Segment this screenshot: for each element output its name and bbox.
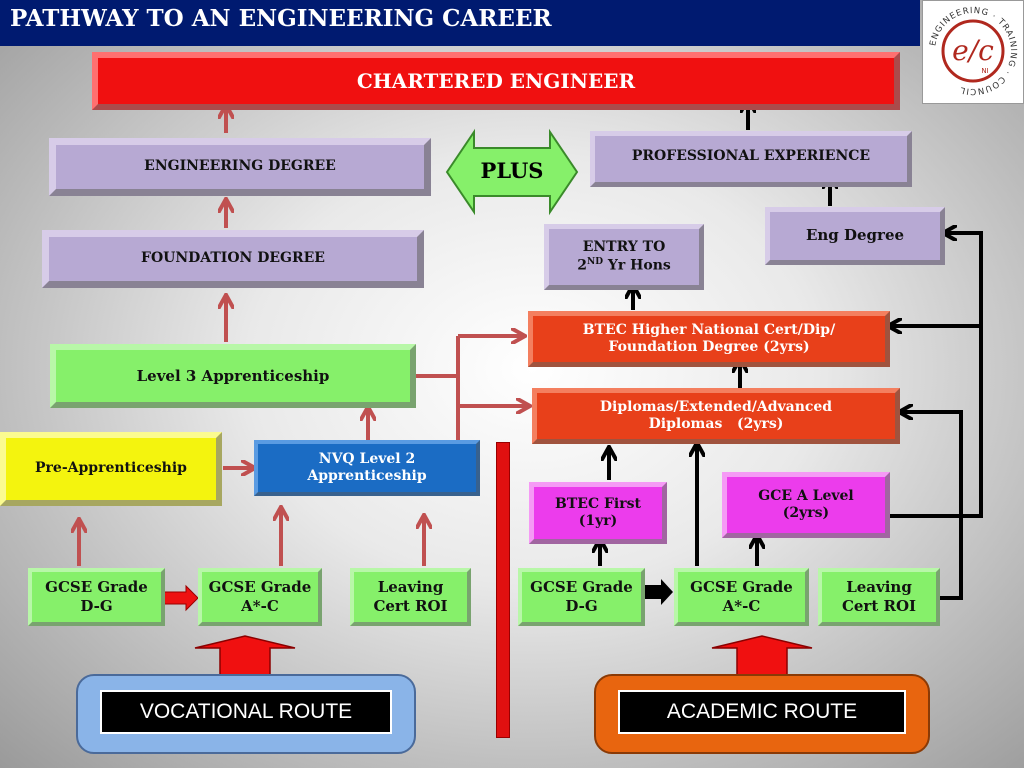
chartered-engineer-label: CHARTERED ENGINEER	[356, 68, 636, 93]
center-divider	[496, 442, 510, 738]
header-bar	[0, 0, 920, 46]
foundation-degree-box: FOUNDATION DEGREE	[42, 230, 424, 288]
entry-num: 2	[577, 257, 587, 274]
engineering-degree-label: ENGINEERING DEGREE	[144, 158, 336, 175]
chartered-engineer-box: CHARTERED ENGINEER	[92, 52, 900, 110]
right-gcse-dg-box: GCSE Grade D-G	[518, 568, 645, 626]
left-gcse-ac-line1: GCSE Grade	[208, 578, 312, 596]
right-eng-degree-box: Eng Degree	[765, 207, 945, 265]
left-gcse-dg-line2: D-G	[80, 596, 113, 615]
vocational-route-label: VOCATIONAL ROUTE	[139, 699, 353, 723]
diplomas-box: Diplomas/Extended/Advanced Diplomas (2yr…	[532, 388, 900, 444]
entry-line1: ENTRY TO	[582, 239, 666, 256]
logo: ENGINEERING · TRAINING · COUNCIL e/c NI	[922, 0, 1024, 104]
vocational-route-label-box: VOCATIONAL ROUTE	[100, 690, 392, 734]
right-gcse-dg-line2: D-G	[565, 596, 598, 615]
left-leaving-line2: Cert ROI	[373, 596, 448, 615]
logo-monogram: e/c	[952, 34, 994, 67]
level3-apprenticeship-box: Level 3 Apprenticeship	[50, 344, 416, 408]
level3-apprenticeship-label: Level 3 Apprenticeship	[136, 366, 330, 385]
pre-apprenticeship-label: Pre-Apprenticeship	[35, 460, 187, 477]
logo-sub: NI	[981, 67, 988, 75]
btec-higher-line2: Foundation Degree (2yrs)	[608, 339, 810, 355]
right-gcse-ac-box: GCSE Grade A*-C	[674, 568, 809, 626]
pre-apprenticeship-box: Pre-Apprenticeship	[0, 432, 222, 506]
nvq-line2: Apprenticeship	[307, 468, 427, 484]
entry-2nd-yr-box: ENTRY TO 2ND Yr Hons	[544, 224, 704, 290]
right-leaving-line2: Cert ROI	[841, 596, 917, 615]
btec-higher-line1: BTEC Higher National Cert/Dip/	[582, 321, 836, 338]
professional-experience-label: PROFESSIONAL EXPERIENCE	[631, 148, 871, 164]
gce-a-level-box: GCE A Level (2yrs)	[722, 472, 890, 538]
right-gcse-ac-line2: A*-C	[722, 596, 761, 615]
entry-line2: 2ND Yr Hons	[577, 257, 671, 275]
right-eng-degree-label: Eng Degree	[805, 226, 905, 244]
btec-first-line1: BTEC First	[555, 495, 641, 512]
right-leaving-cert-box: Leaving Cert ROI	[818, 568, 940, 626]
right-gcse-ac-line1: GCSE Grade	[690, 578, 793, 596]
professional-experience-box: PROFESSIONAL EXPERIENCE	[590, 131, 912, 187]
entry-sup: ND	[586, 256, 604, 267]
gce-line1: GCE A Level	[758, 487, 854, 504]
diplomas-line1: Diplomas/Extended/Advanced	[599, 398, 833, 415]
connector-l3-branch	[414, 334, 525, 440]
left-leaving-cert-box: Leaving Cert ROI	[350, 568, 471, 626]
left-leaving-line1: Leaving	[377, 578, 444, 596]
page-title: PATHWAY TO AN ENGINEERING CAREER	[10, 5, 552, 32]
left-gcse-ac-box: GCSE Grade A*-C	[198, 568, 322, 626]
nvq-line1: NVQ Level 2	[318, 450, 416, 467]
gce-line2: (2yrs)	[782, 505, 830, 521]
btec-first-line2: (1yr)	[578, 513, 618, 529]
right-leaving-line1: Leaving	[846, 578, 912, 596]
right-gcse-dg-line1: GCSE Grade	[530, 578, 633, 596]
diplomas-line2: Diplomas (2yrs)	[648, 416, 784, 432]
connector-leaving-loop	[902, 410, 963, 600]
academic-route-label-box: ACADEMIC ROUTE	[618, 690, 906, 734]
engineering-degree-box: ENGINEERING DEGREE	[49, 138, 431, 196]
logo-emblem: ENGINEERING · TRAINING · COUNCIL e/c NI	[928, 6, 1017, 96]
foundation-degree-label: FOUNDATION DEGREE	[141, 250, 325, 267]
entry-rest: Yr Hons	[603, 257, 671, 274]
arrow-gcse-dg-to-ac-left	[163, 584, 199, 612]
left-gcse-dg-box: GCSE Grade D-G	[28, 568, 165, 626]
left-gcse-ac-line2: A*-C	[241, 596, 279, 615]
academic-route-label: ACADEMIC ROUTE	[666, 699, 858, 723]
btec-first-box: BTEC First (1yr)	[529, 482, 667, 544]
left-gcse-dg-line1: GCSE Grade	[45, 578, 148, 596]
plus-label: PLUS	[480, 158, 544, 183]
arrow-gcse-dg-to-ac-right	[645, 579, 673, 605]
connector-right-loop	[887, 231, 983, 518]
nvq-level2-box: NVQ Level 2 Apprenticeship	[254, 440, 480, 496]
btec-higher-box: BTEC Higher National Cert/Dip/ Foundatio…	[528, 311, 890, 367]
